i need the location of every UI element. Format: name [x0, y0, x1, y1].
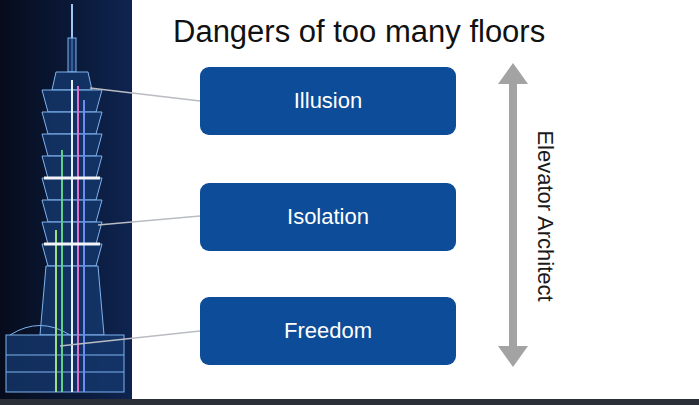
concept-box: Isolation [200, 183, 456, 251]
podium [6, 335, 124, 392]
concept-box: Illusion [200, 67, 456, 135]
tower-drawing [6, 4, 124, 392]
lobby-band [44, 243, 100, 246]
bottom-bar [0, 399, 699, 405]
arrow-shaft [509, 82, 517, 350]
box-label: Freedom [284, 318, 372, 344]
leader-line [90, 88, 200, 101]
tower-panel [0, 0, 132, 405]
leader-line [60, 331, 200, 346]
shaft-line [77, 86, 79, 392]
box-label: Illusion [294, 88, 362, 114]
shaft-line [61, 150, 63, 392]
arrow-head [498, 63, 528, 84]
sky-lobbies [44, 178, 100, 244]
leader-line [98, 216, 200, 225]
podium-floor [6, 372, 124, 373]
lobby-band [44, 177, 100, 180]
podium-floor [6, 355, 124, 356]
slide-title: Dangers of too many floors [173, 14, 545, 50]
arrow-head [498, 346, 528, 367]
shaft-line [55, 230, 57, 392]
spire-base [68, 38, 76, 72]
box-label: Isolation [287, 204, 369, 230]
leader-lines [60, 88, 200, 346]
double-arrow [498, 63, 528, 367]
concept-box: Freedom [200, 297, 456, 365]
axis-label: Elevator Architect [532, 130, 558, 301]
shaft-line [83, 100, 85, 392]
